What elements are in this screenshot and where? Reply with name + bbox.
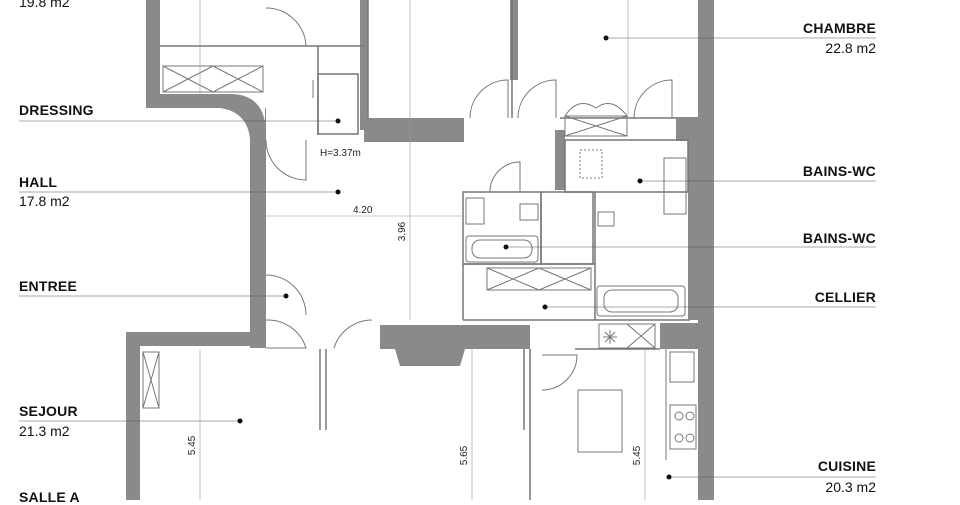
room-label-bains-wc-1: BAINS-WC bbox=[802, 163, 876, 179]
room-area-hall: 17.8 m2 bbox=[19, 193, 70, 209]
door-swings bbox=[265, 7, 673, 391]
room-label-dressing: DRESSING bbox=[19, 102, 94, 118]
hall-width-label: 4.20 bbox=[353, 205, 373, 216]
leader-lines bbox=[19, 37, 876, 478]
room-label-salle: SALLE A bbox=[19, 489, 80, 505]
room-label-bains-wc-2: BAINS-WC bbox=[802, 230, 876, 246]
room-label-cellier: CELLIER bbox=[814, 289, 876, 305]
room-dots bbox=[237, 35, 672, 480]
room-label-entree: ENTREE bbox=[19, 278, 77, 294]
fixtures bbox=[465, 149, 697, 460]
dimension-lines bbox=[199, 0, 646, 500]
room-area-top-left: 19.8 m2 bbox=[19, 0, 70, 10]
room-label-sejour: SEJOUR bbox=[19, 403, 78, 419]
cuisine-depth-label: 5.45 bbox=[632, 445, 644, 466]
sejour-depth-label: 5.45 bbox=[187, 435, 199, 456]
thin-partitions bbox=[160, 0, 690, 500]
room-label-chambre: CHAMBRE bbox=[803, 20, 876, 36]
room-label-cuisine: CUISINE bbox=[817, 458, 876, 474]
walls bbox=[126, 0, 714, 500]
hall-depth-label: 3.96 bbox=[397, 221, 409, 242]
ceiling-height-label: H=3.37m bbox=[320, 148, 361, 159]
salle-depth-label: 5.65 bbox=[459, 445, 471, 466]
wardrobes bbox=[142, 65, 656, 409]
room-area-chambre: 22.8 m2 bbox=[825, 40, 876, 56]
room-area-cuisine: 20.3 m2 bbox=[825, 479, 876, 495]
room-label-hall: HALL bbox=[19, 174, 58, 190]
room-area-sejour: 21.3 m2 bbox=[19, 423, 70, 439]
